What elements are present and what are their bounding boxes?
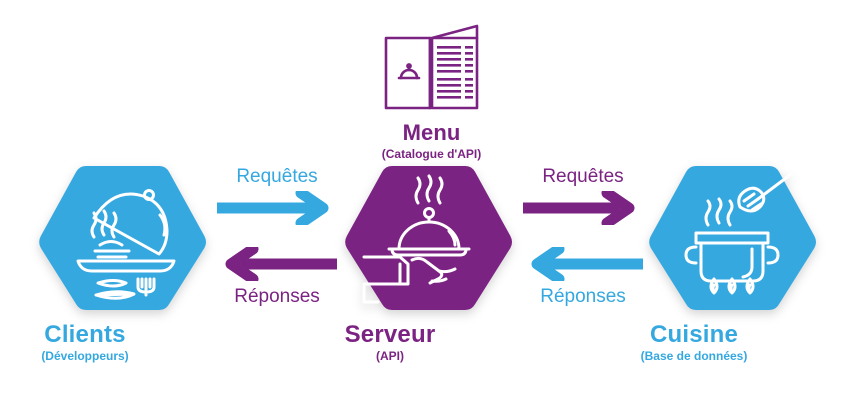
node-clients[interactable] — [38, 163, 208, 313]
node-clients-label: Clients (Développeurs) — [0, 322, 205, 363]
open-menu-book-icon — [380, 22, 484, 112]
hexagon-serveur — [344, 163, 514, 313]
node-serveur[interactable] — [344, 163, 514, 313]
node-serveur-subtitle: (API) — [376, 349, 404, 364]
cloche-plate-cutlery-icon — [38, 163, 208, 313]
node-cuisine-subtitle: (Base de données) — [640, 349, 748, 364]
node-cuisine-label: Cuisine (Base de données) — [574, 322, 814, 363]
waiter-hand-cloche-icon — [344, 163, 514, 313]
arrow-label-reponses-left: Réponses — [234, 286, 320, 307]
arrow-group-serveur-cuisine: Requêtes Réponses — [518, 163, 648, 308]
menu-node: Menu (Catalogue d'API) — [0, 22, 863, 160]
arrow-group-clients-serveur: Requêtes Réponses — [212, 163, 342, 308]
node-clients-subtitle: (Développeurs) — [41, 349, 129, 364]
hexagon-clients — [38, 163, 208, 313]
arrow-label-requetes-right: Requêtes — [542, 166, 624, 187]
menu-title: Menu — [402, 120, 461, 145]
menu-subtitle: (Catalogue d'API) — [381, 147, 482, 161]
node-serveur-title: Serveur — [344, 321, 436, 348]
node-cuisine[interactable] — [648, 163, 818, 313]
cooking-pot-spatula-icon — [648, 163, 818, 313]
node-serveur-label: Serveur (API) — [270, 322, 510, 363]
node-cuisine-title: Cuisine — [649, 321, 739, 348]
arrow-label-requetes-left: Requêtes — [236, 166, 318, 187]
hexagon-cuisine — [648, 163, 818, 313]
node-clients-title: Clients — [44, 321, 126, 348]
arrow-label-reponses-right: Réponses — [540, 286, 626, 307]
